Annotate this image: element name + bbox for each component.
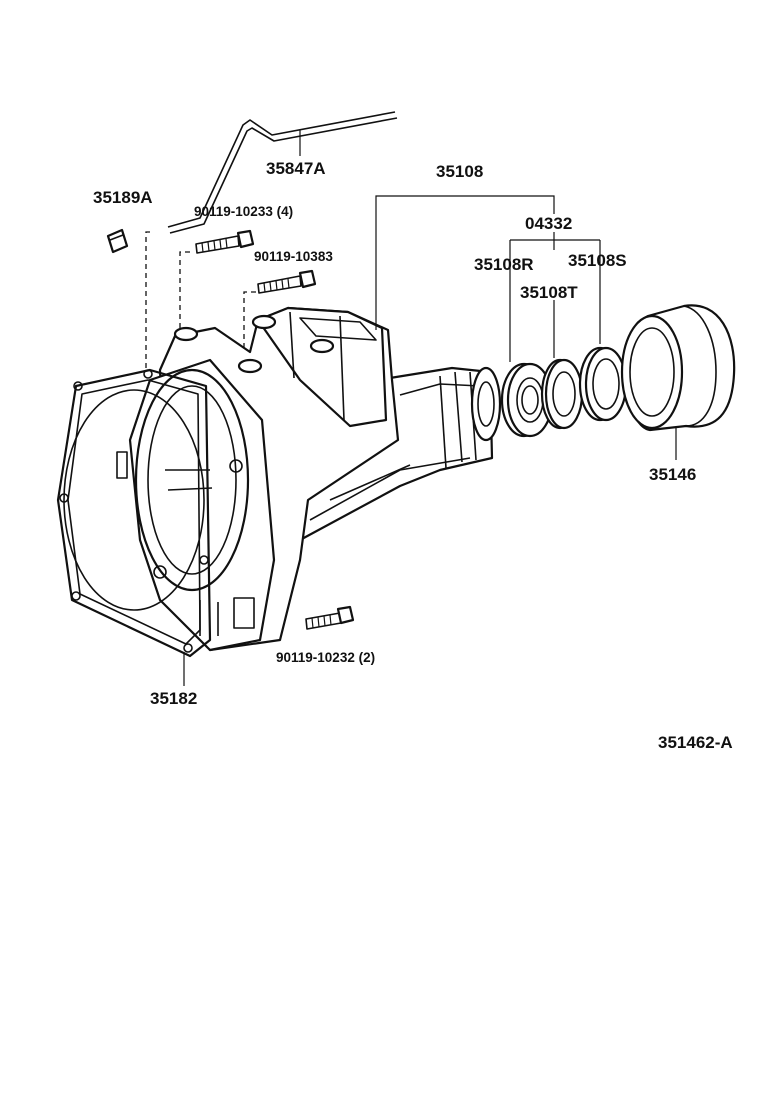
callout-04332: 04332 (525, 214, 572, 233)
extension-housing (116, 306, 502, 652)
bolt-location-lines (145, 231, 256, 372)
bolt-90119-10383 (257, 269, 317, 294)
leader-lines (183, 130, 677, 686)
plug-part (106, 228, 129, 254)
callout-35182: 35182 (150, 689, 197, 708)
bolt-90119-10233 (195, 229, 255, 254)
callout-35108: 35108 (436, 162, 483, 181)
callout-35146: 35146 (649, 465, 696, 484)
race-35108T (540, 358, 584, 430)
callout-90119-10233: 90119-10233 (4) (194, 204, 293, 219)
callout-35108R: 35108R (474, 255, 534, 274)
callout-35108S: 35108S (568, 251, 627, 270)
dust-deflector-35146 (620, 304, 736, 432)
bearing-35108R (500, 362, 554, 438)
callout-35189A: 35189A (93, 188, 153, 207)
callout-35847A: 35847A (266, 159, 326, 178)
callout-90119-10232: 90119-10232 (2) (276, 650, 375, 665)
callout-35108T: 35108T (520, 283, 578, 302)
gasket (56, 368, 212, 658)
callout-90119-10383: 90119-10383 (254, 249, 333, 264)
oil-seal-35108S (578, 346, 628, 422)
diagram-reference-code: 351462-A (658, 733, 733, 752)
bolt-90119-10232 (305, 605, 355, 630)
breather-tube (167, 111, 398, 234)
